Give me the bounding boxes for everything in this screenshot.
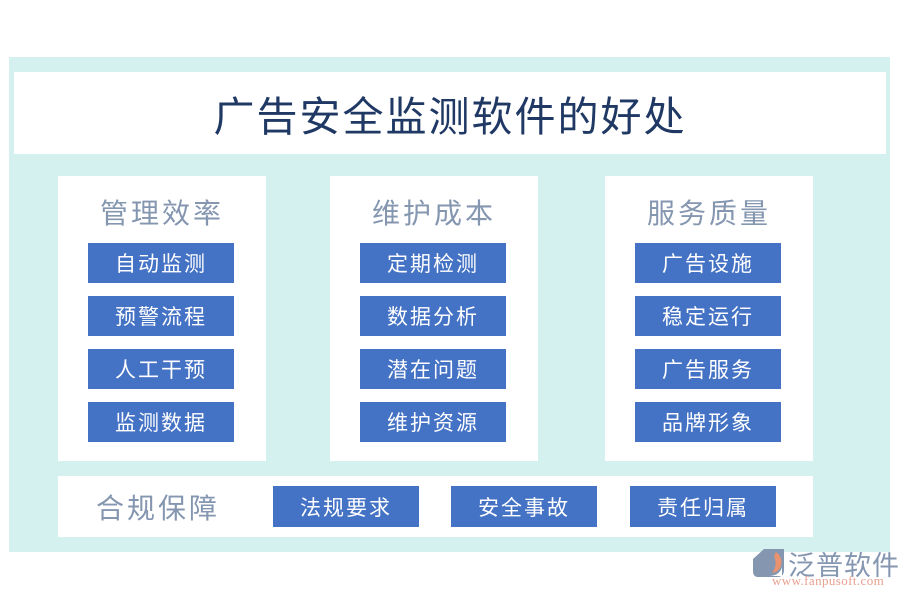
category-header: 服务质量 bbox=[646, 199, 771, 230]
category-item-chip[interactable]: 定期检测 bbox=[360, 243, 506, 283]
category-item-list: 定期检测 数据分析 潜在问题 维护资源 bbox=[360, 243, 506, 455]
title-band: 广告安全监测软件的好处 bbox=[14, 72, 886, 154]
category-header: 管理效率 bbox=[99, 199, 224, 230]
category-card-management-efficiency: 管理效率 自动监测 预警流程 人工干预 监测数据 bbox=[58, 176, 266, 461]
category-item-chip[interactable]: 监测数据 bbox=[88, 402, 234, 442]
logo-wordmark: 泛普软件 bbox=[788, 551, 900, 581]
compliance-band: 合规保障 法规要求 安全事故 责任归属 bbox=[58, 476, 813, 537]
compliance-item-chip[interactable]: 法规要求 bbox=[273, 486, 419, 527]
compliance-label: 合规保障 bbox=[96, 493, 221, 525]
category-header: 维护成本 bbox=[371, 199, 496, 230]
fanpu-logo-icon bbox=[753, 549, 784, 577]
category-item-chip[interactable]: 品牌形象 bbox=[635, 402, 781, 442]
category-item-chip[interactable]: 维护资源 bbox=[360, 402, 506, 442]
category-item-list: 广告设施 稳定运行 广告服务 品牌形象 bbox=[635, 243, 781, 455]
logo-url: www.fanpusoft.com bbox=[772, 573, 885, 588]
category-item-list: 自动监测 预警流程 人工干预 监测数据 bbox=[88, 243, 234, 455]
category-card-service-quality: 服务质量 广告设施 稳定运行 广告服务 品牌形象 bbox=[605, 176, 813, 461]
category-card-maintenance-cost: 维护成本 定期检测 数据分析 潜在问题 维护资源 bbox=[330, 176, 538, 461]
page-title: 广告安全监测软件的好处 bbox=[213, 94, 687, 140]
category-item-chip[interactable]: 数据分析 bbox=[360, 296, 506, 336]
brand-logo: 泛普软件 www.fanpusoft.com bbox=[752, 546, 899, 592]
category-item-chip[interactable]: 自动监测 bbox=[88, 243, 234, 283]
category-item-chip[interactable]: 预警流程 bbox=[88, 296, 234, 336]
category-item-chip[interactable]: 潜在问题 bbox=[360, 349, 506, 389]
category-item-chip[interactable]: 稳定运行 bbox=[635, 296, 781, 336]
category-item-chip[interactable]: 广告设施 bbox=[635, 243, 781, 283]
compliance-item-chip[interactable]: 安全事故 bbox=[451, 486, 597, 527]
category-item-chip[interactable]: 广告服务 bbox=[635, 349, 781, 389]
compliance-item-chip[interactable]: 责任归属 bbox=[630, 486, 776, 527]
category-item-chip[interactable]: 人工干预 bbox=[88, 349, 234, 389]
